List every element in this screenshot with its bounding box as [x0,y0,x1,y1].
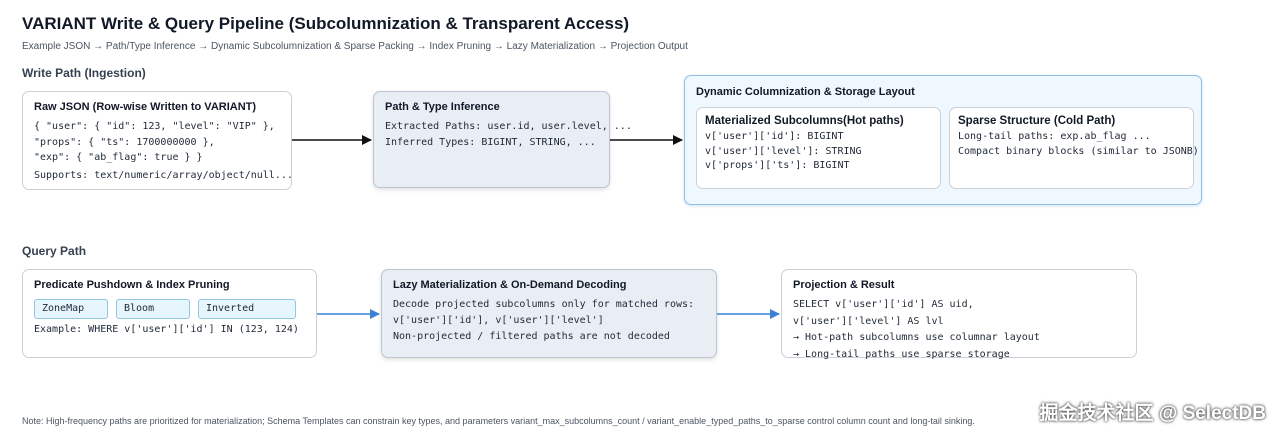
bloom-chip: Bloom [116,299,190,319]
lazy-materialization-box: Lazy Materialization & On-Demand Decodin… [381,269,717,358]
inference-line: Inferred Types: BIGINT, STRING, ... [385,136,596,148]
raw-json-box: Raw JSON (Row-wise Written to VARIANT) {… [22,91,293,190]
projection-title: Projection & Result [793,279,895,291]
inverted-chip: Inverted [198,299,296,319]
raw-json-title: Raw JSON (Row-wise Written to VARIANT) [34,101,257,113]
materialized-subcolumns-box: Materialized Subcolumns(Hot paths) v['us… [696,107,941,189]
write-path-label: Write Path (Ingestion) [22,66,146,80]
inference-title: Path & Type Inference [385,101,500,113]
projection-line: v['user']['level'] AS lvl [793,315,944,327]
sparse-line: Long-tail paths: exp.ab_flag ... [958,131,1151,142]
raw-json-line: "props": { "ts": 1700000000 }, [34,136,215,148]
inference-box: Path & Type Inference Extracted Paths: u… [373,91,632,188]
watermark: 掘金技术社区 @ SelectDB [1039,403,1266,424]
zonemap-chip: ZoneMap [34,299,108,319]
page-subtitle: Example JSON → Path/Type Inference → Dyn… [22,41,688,52]
projection-box: Projection & Result SELECT v['user']['id… [781,269,1137,360]
lazy-line: v['user']['id'], v['user']['level'] [393,315,604,326]
projection-line: SELECT v['user']['id'] AS uid, [793,299,974,310]
footnote: Note: High-frequency paths are prioritiz… [22,416,975,426]
query-path-label: Query Path [22,244,87,258]
projection-line: → Hot-path subcolumns use columnar layou… [793,332,1040,343]
raw-json-supports: Supports: text/numeric/array/object/null… [34,169,293,181]
materialized-title: Materialized Subcolumns(Hot paths) [705,115,904,127]
materialized-line: v['user']['id']: BIGINT [705,131,844,142]
materialized-line: v['props']['ts']: BIGINT [705,160,850,171]
lazy-title: Lazy Materialization & On-Demand Decodin… [393,279,627,291]
raw-json-line: { "user": { "id": 123, "level": "VIP" }, [34,121,275,132]
page-title: VARIANT Write & Query Pipeline (Subcolum… [22,14,630,33]
sparse-structure-box: Sparse Structure (Cold Path) Long-tail p… [949,107,1199,189]
sparse-line: Compact binary blocks (similar to JSONB) [958,145,1199,157]
raw-json-line: "exp": { "ab_flag": true } } [34,152,203,163]
lazy-line: Non-projected / filtered paths are not d… [393,331,670,342]
sparse-title: Sparse Structure (Cold Path) [958,115,1116,127]
lazy-line: Decode projected subcolumns only for mat… [393,299,695,310]
materialized-line: v['user']['level']: STRING [705,145,862,157]
pushdown-example: Example: WHERE v['user']['id'] IN (123, … [34,324,299,335]
pushdown-title: Predicate Pushdown & Index Pruning [34,279,230,291]
projection-line: → Long-tail paths use sparse storage [793,348,1010,360]
storage-layout-title: Dynamic Columnization & Storage Layout [696,86,915,98]
